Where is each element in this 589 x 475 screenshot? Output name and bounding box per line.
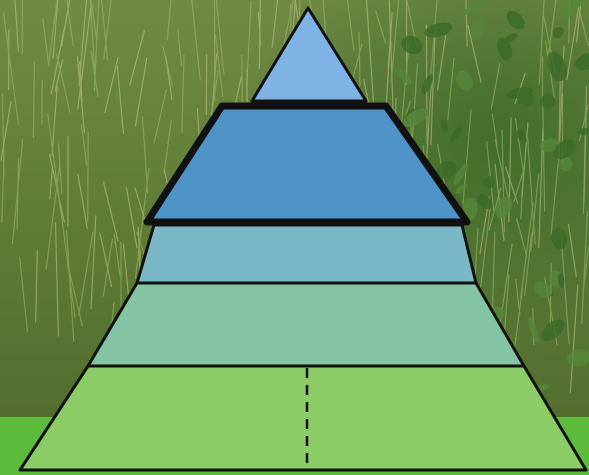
grass-blade bbox=[359, 33, 360, 86]
pyramid-level-base bbox=[20, 366, 586, 470]
pyramid-level-4 bbox=[88, 283, 524, 366]
grass-blade bbox=[22, 0, 23, 54]
pyramid-level-3 bbox=[137, 225, 476, 283]
grass-blade bbox=[88, 132, 89, 221]
